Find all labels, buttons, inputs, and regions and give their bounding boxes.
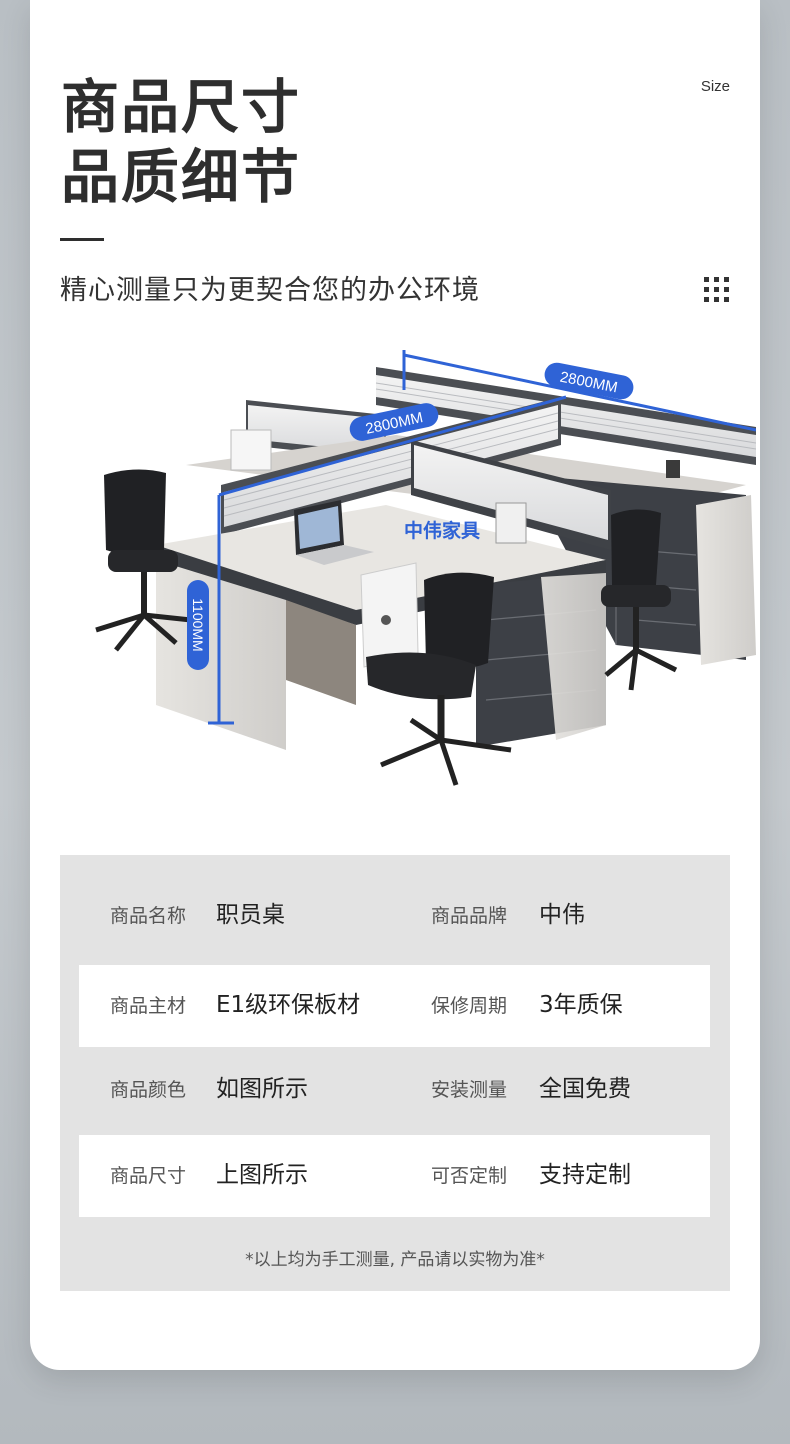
spec-key: 商品尺寸 xyxy=(110,1165,187,1187)
spec-key: 保修周期 xyxy=(431,995,508,1017)
spec-table: 商品名称 职员桌 商品品牌 中伟 商品主材 E1级环保板材 保修周期 3年质保 … xyxy=(60,855,730,1291)
spec-value: 上图所示 xyxy=(216,1162,308,1188)
dimension-lines xyxy=(208,350,756,725)
page-title-line-2: 品质细节 xyxy=(61,143,302,211)
laptop xyxy=(294,500,374,565)
spec-value: 全国免费 xyxy=(539,1076,631,1102)
spec-key: 商品名称 xyxy=(110,905,187,927)
spec-disclaimer: *以上均为手工测量, 产品请以实物为准* xyxy=(245,1250,545,1270)
page-subtitle: 精心测量只为更契合您的办公环境 xyxy=(60,275,480,306)
spec-row: 商品尺寸 上图所示 可否定制 支持定制 xyxy=(79,1135,710,1217)
office-chair-left xyxy=(95,469,192,652)
title-divider xyxy=(60,238,104,241)
spec-row: 商品颜色 如图所示 安装测量 全国免费 xyxy=(79,1049,710,1131)
spec-value: 3年质保 xyxy=(539,992,623,1018)
spec-key: 商品主材 xyxy=(110,995,187,1017)
spec-value: E1级环保板材 xyxy=(216,992,361,1018)
page-title-line-1: 商品尺寸 xyxy=(61,73,302,141)
size-label: Size xyxy=(700,78,730,95)
product-card: 商品尺寸 品质细节 Size 精心测量只为更契合您的办公环境 xyxy=(30,0,760,1370)
spec-key: 可否定制 xyxy=(431,1165,508,1187)
office-chair-right xyxy=(601,509,678,691)
spec-value: 中伟 xyxy=(539,902,585,928)
spec-key: 商品颜色 xyxy=(110,1079,187,1101)
dimension-badge-height: 1100MM xyxy=(187,580,209,670)
front-desk-top xyxy=(156,505,606,610)
spec-key: 安装测量 xyxy=(431,1079,508,1101)
back-screen xyxy=(375,367,756,465)
spec-row: 商品主材 E1级环保板材 保修周期 3年质保 xyxy=(79,965,710,1047)
desk-illustration: 2800MM 2800MM 1100MM 中伟家具 xyxy=(95,350,756,786)
spec-value: 职员桌 xyxy=(216,902,285,928)
spec-value: 如图所示 xyxy=(216,1076,308,1102)
center-screen xyxy=(221,397,611,550)
spec-row: 商品名称 职员桌 商品品牌 中伟 xyxy=(79,875,710,957)
office-chair-center xyxy=(366,572,512,786)
grid-dots-icon[interactable] xyxy=(704,277,730,303)
spec-value: 支持定制 xyxy=(539,1162,631,1188)
spec-key: 商品品牌 xyxy=(431,905,508,927)
brand-watermark: 中伟家具 xyxy=(404,519,480,542)
dimension-label-height: 1100MM xyxy=(190,598,206,651)
